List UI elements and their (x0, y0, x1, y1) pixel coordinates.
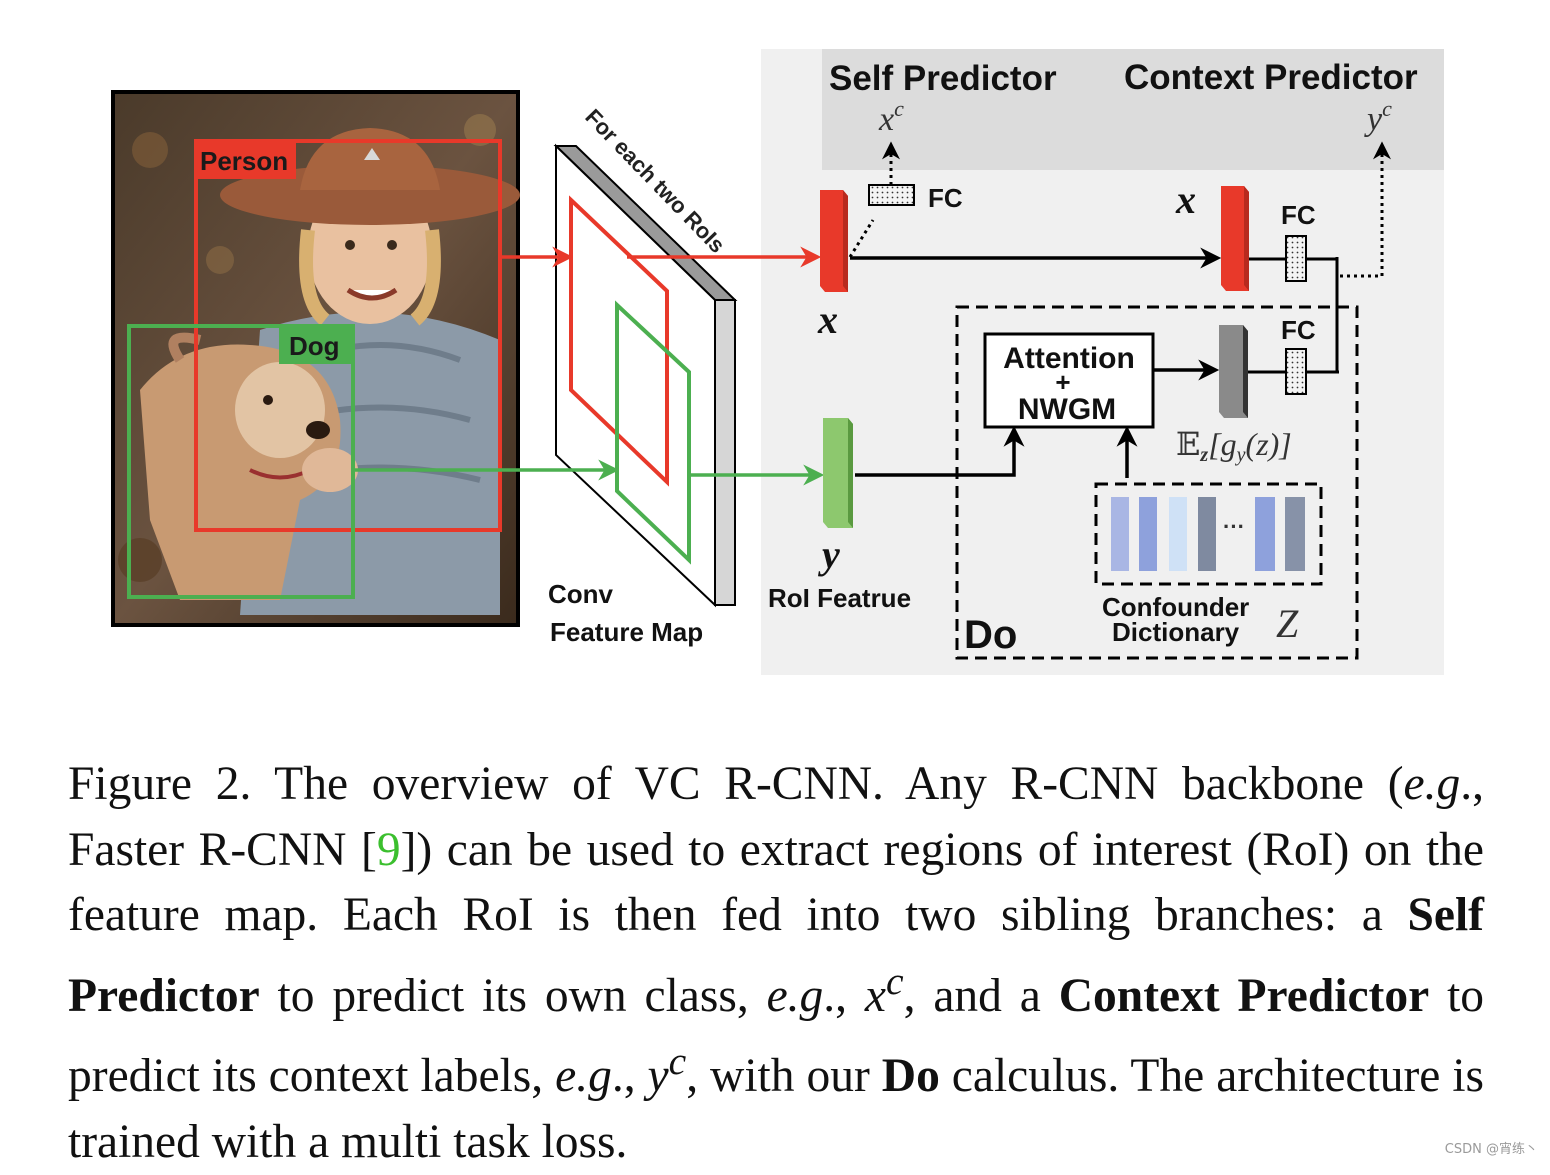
self-fc-layer (868, 184, 915, 206)
x-symbol: x (817, 297, 838, 342)
dictionary-entry (1139, 497, 1157, 571)
do-label: Do (964, 613, 1017, 657)
z-symbol: Z (1276, 601, 1299, 646)
person-label: Person (200, 146, 288, 176)
y-feature-vector (823, 418, 853, 528)
roi-feature-label: RoI Featrue (768, 583, 911, 613)
dictionary-entry (1198, 497, 1216, 571)
watermark: CSDN @宵练丶 (1444, 1142, 1538, 1157)
dictionary-ellipsis: ··· (1223, 514, 1245, 539)
predictor-header (822, 49, 1444, 170)
expectation-vector (1219, 325, 1248, 418)
input-photo: Person Dog (111, 90, 520, 627)
context-fc-layer-1 (1285, 235, 1307, 282)
person-bbox (194, 139, 502, 532)
context-fc-label-2: FC (1281, 315, 1316, 345)
context-predictor-title: Context Predictor (1124, 58, 1418, 97)
conv-label: Conv (548, 579, 614, 609)
feature-map-label: Feature Map (550, 617, 703, 647)
x-context-symbol: x (1175, 177, 1196, 222)
dictionary-entry (1111, 497, 1129, 571)
x-context-feature-vector (1221, 186, 1249, 291)
context-fc-layer-2 (1285, 348, 1307, 395)
dog-bbox (127, 324, 355, 599)
dog-label: Dog (289, 331, 340, 361)
y-symbol: y (818, 532, 840, 577)
self-fc-label: FC (928, 183, 963, 213)
y-to-attention-arrow (855, 425, 1025, 477)
confounder-dictionary-box (1094, 482, 1323, 586)
dictionary-entry (1169, 497, 1187, 571)
conv-feature-map: For each two RoIs Conv Feature Map (548, 104, 738, 647)
nwgm-label: NWGM (1018, 393, 1116, 426)
person-roi-on-map (569, 195, 669, 487)
expectation-formula: 𝔼z[gy(z)] (1176, 426, 1292, 466)
dictionary-label: Dictionary (1112, 617, 1240, 647)
dictionary-entry (1285, 497, 1305, 571)
attention-label: Attention (1003, 342, 1135, 375)
self-predictor-title: Self Predictor (829, 59, 1057, 98)
attention-nwgm-box (983, 332, 1155, 429)
vc-rcnn-diagram: Person Dog For each two RoIs Conv Featur… (111, 49, 1444, 675)
xc-output: xc (878, 96, 904, 138)
figure-caption: Figure 2. The overview of VC R-CNN. Any … (68, 758, 1485, 1168)
yc-output: yc (1364, 96, 1392, 138)
x-feature-vector (820, 190, 848, 292)
do-operator-box (955, 305, 1359, 660)
dictionary-entry (1255, 497, 1275, 571)
confounder-label: Confounder (1102, 592, 1249, 622)
dog-roi-on-map (615, 300, 691, 565)
citation-link[interactable]: 9 (376, 823, 401, 876)
context-fc-label-1: FC (1281, 200, 1316, 230)
plus-label: + (1055, 367, 1070, 397)
